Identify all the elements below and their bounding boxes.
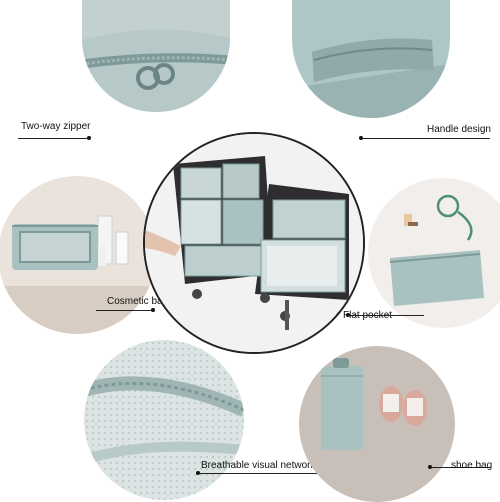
callout-shoe-bag: shoe bag [451, 460, 493, 471]
callout-breathable-network: Breathable visual network [201, 460, 316, 471]
zipper-pull-icon [136, 63, 175, 90]
callout-flat-pocket: Flat pocket [343, 310, 392, 321]
flat-pocket-circle [368, 178, 500, 328]
shoe-bag-icon [321, 358, 363, 450]
shoe-bag-circle [299, 346, 455, 502]
suitcase-circle [143, 132, 365, 354]
cosmetic-bag-icon [12, 224, 98, 270]
mesh-network-circle [84, 340, 244, 500]
callout-two-way-zipper: Two-way zipper [21, 121, 91, 132]
sneaker-icon [379, 386, 427, 426]
callout-handle-design: Handle design [427, 124, 491, 135]
callout-cosmetic-bag: Cosmetic bag [107, 296, 169, 307]
flat-pocket-icon [389, 250, 484, 306]
zipper-closeup [82, 0, 230, 112]
handle-icon [312, 38, 434, 82]
handle-closeup [292, 0, 450, 118]
